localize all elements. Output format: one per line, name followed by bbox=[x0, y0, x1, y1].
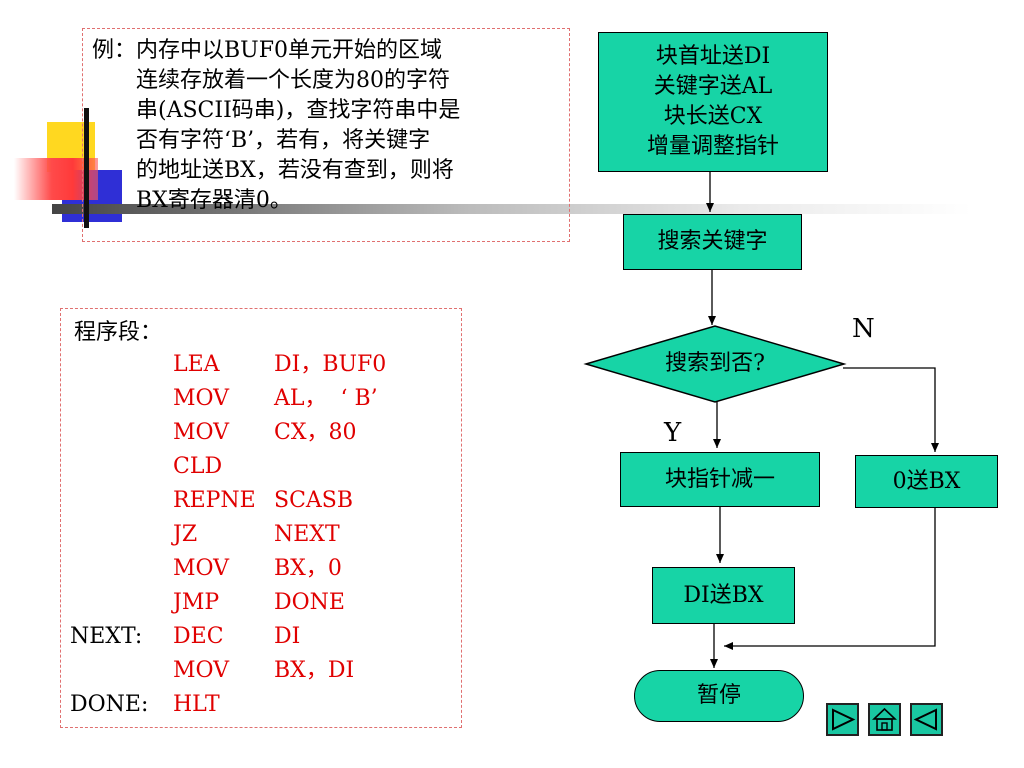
code-op: HLT bbox=[173, 692, 220, 717]
code-op: DEC bbox=[173, 624, 224, 649]
decision-diamond bbox=[583, 325, 847, 403]
code-line: DONE: HLT bbox=[0, 688, 462, 722]
zero-bx-box: 0送BX bbox=[855, 455, 998, 508]
code-op: REPNE bbox=[173, 488, 256, 513]
init-line: 关键字送AL bbox=[653, 74, 773, 99]
code-line: REPNE SCASB bbox=[0, 484, 462, 518]
code-arg: AL， ‘ B’ bbox=[274, 386, 378, 411]
code-op: MOV bbox=[173, 658, 230, 683]
code-op: MOV bbox=[173, 420, 230, 445]
code-line: JZ NEXT bbox=[0, 518, 462, 552]
example-text: 例：内存中以BUF0单元开始的区域 连续存放着一个长度为80的字符 串(ASCI… bbox=[92, 36, 562, 216]
code-line: MOV BX，0 bbox=[0, 552, 462, 586]
example-line: 否有字符‘B’，若有，将关键字 bbox=[136, 128, 431, 153]
arrow-zero-to-halt bbox=[724, 508, 936, 650]
arrow-decision-no bbox=[843, 367, 939, 452]
code-op: MOV bbox=[173, 556, 230, 581]
code-label: NEXT: bbox=[70, 624, 143, 649]
init-box: 块首址送DI 关键字送AL 块长送CX 增量调整指针 bbox=[598, 32, 828, 172]
example-box bbox=[82, 28, 570, 242]
search-box: 搜索关键字 bbox=[623, 214, 802, 270]
dec-pointer-box: 块指针减一 bbox=[620, 452, 820, 507]
previous-button[interactable] bbox=[910, 703, 943, 736]
code-op: MOV bbox=[173, 386, 230, 411]
no-label: N bbox=[852, 314, 875, 344]
decor-horizontal-rule bbox=[52, 204, 972, 214]
example-line: BX寄存器清0。 bbox=[136, 188, 292, 213]
code-line: JMP DONE bbox=[0, 586, 462, 620]
code-arg: NEXT bbox=[274, 522, 340, 547]
init-line: 增量调整指针 bbox=[646, 134, 779, 159]
decor-vertical-rule bbox=[84, 108, 89, 228]
code-arg: BX，DI bbox=[274, 658, 355, 683]
code-arg: SCASB bbox=[274, 488, 354, 513]
code-arg: DI，BUF0 bbox=[274, 352, 387, 377]
code-arg: CX，80 bbox=[274, 420, 357, 445]
home-icon bbox=[872, 707, 897, 731]
example-line: 串(ASCII码串)，查找字符串中是 bbox=[136, 98, 461, 123]
init-line: 块首址送DI bbox=[655, 44, 771, 69]
code-arg: DI bbox=[274, 624, 301, 649]
next-arrow-icon bbox=[832, 708, 856, 731]
code-title: 程序段： bbox=[74, 320, 163, 345]
prev-arrow-icon bbox=[913, 708, 937, 731]
halt-terminal: 暂停 bbox=[634, 670, 804, 722]
code-op: JMP bbox=[173, 590, 220, 615]
code-label: DONE: bbox=[70, 692, 149, 717]
code-line: LEA DI，BUF0 bbox=[0, 348, 462, 382]
code-listing: LEA DI，BUF0 MOV AL， ‘ B’ MOV CX，80 CLD REPN… bbox=[0, 348, 462, 722]
example-line: 连续存放着一个长度为80的字符 bbox=[136, 68, 450, 93]
code-box bbox=[60, 308, 462, 728]
code-line: MOV AL， ‘ B’ bbox=[0, 382, 462, 416]
code-op: JZ bbox=[173, 522, 198, 547]
code-arg: DONE bbox=[274, 590, 345, 615]
code-line: NEXT: DEC DI bbox=[0, 620, 462, 654]
code-line: CLD bbox=[0, 450, 462, 484]
init-line: 块长送CX bbox=[663, 104, 763, 129]
code-arg: BX，0 bbox=[274, 556, 342, 581]
di-to-bx-box: DI送BX bbox=[652, 567, 795, 624]
code-line: MOV CX，80 bbox=[0, 416, 462, 450]
example-line: 的地址送BX，若没有查到，则将 bbox=[136, 158, 454, 183]
code-line: MOV BX，DI bbox=[0, 654, 462, 688]
code-op: LEA bbox=[173, 352, 220, 377]
decision-label: 搜索到否? bbox=[665, 351, 765, 376]
code-op: CLD bbox=[173, 454, 223, 479]
example-line: 例：内存中以BUF0单元开始的区域 bbox=[92, 38, 442, 63]
next-button[interactable] bbox=[826, 703, 859, 736]
yes-label: Y bbox=[664, 418, 682, 448]
home-button[interactable] bbox=[868, 703, 901, 736]
